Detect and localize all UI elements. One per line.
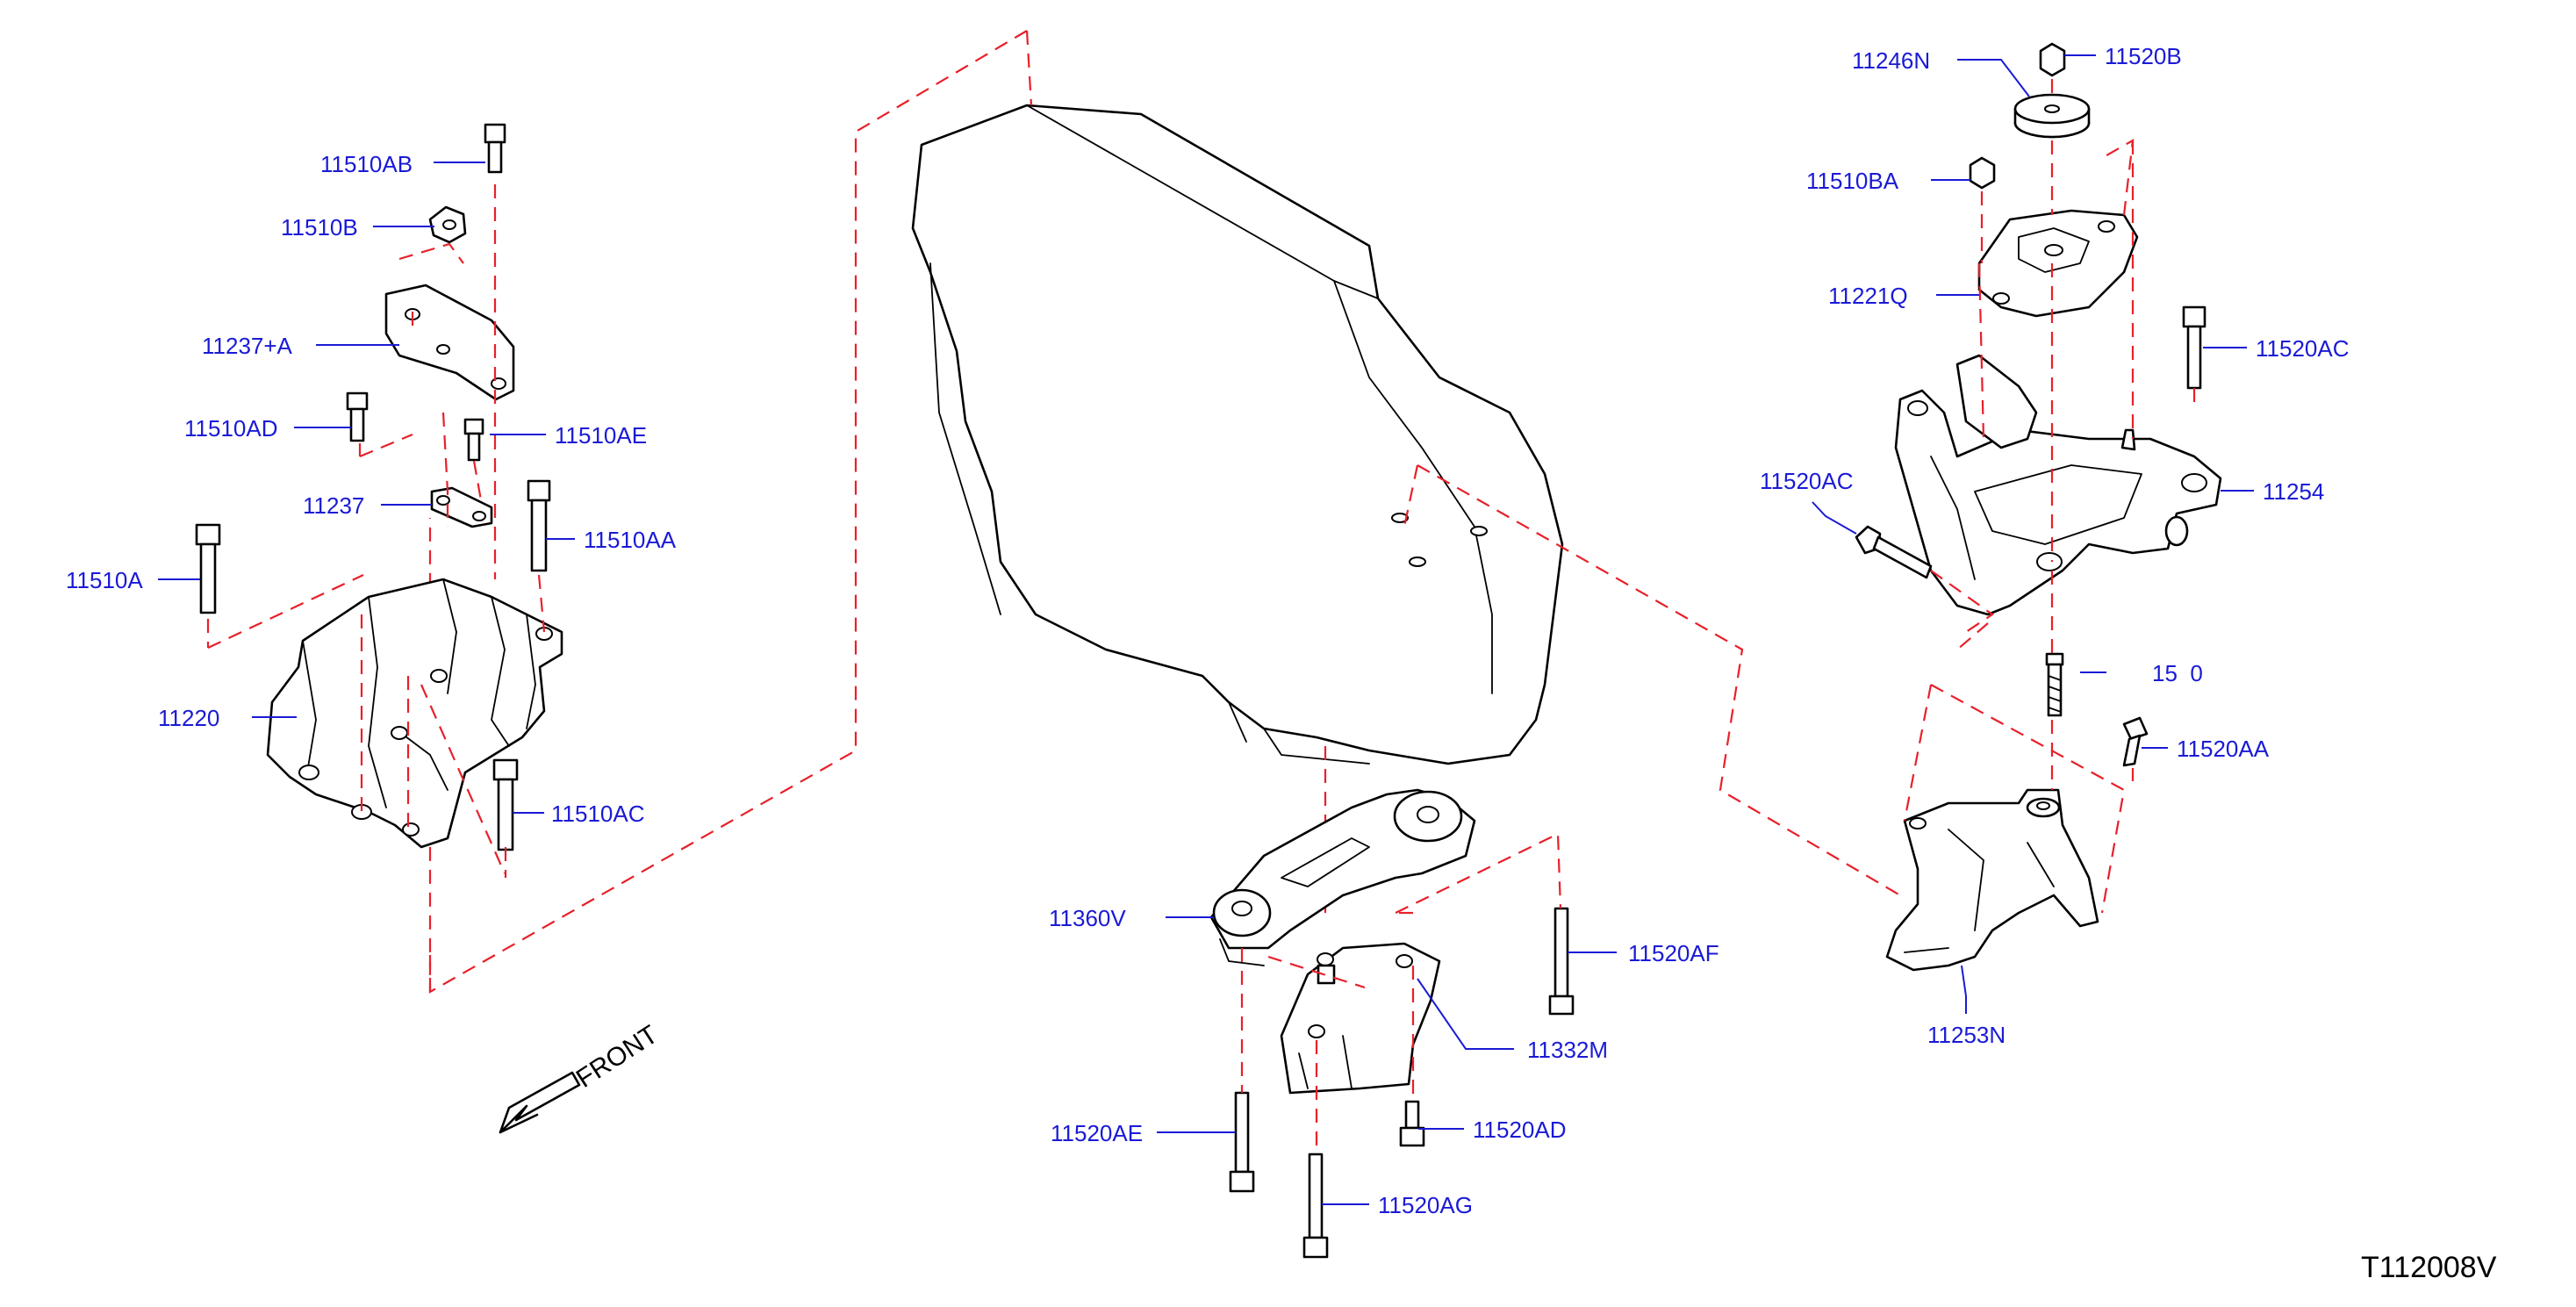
label-11246N: 11246N xyxy=(1852,47,1930,74)
label-11520AC-left: 11520AC xyxy=(1760,468,1854,494)
bolt-11510AE xyxy=(463,418,484,462)
label-11360V: 11360V xyxy=(1049,905,1126,931)
label-11237: 11237 xyxy=(303,492,364,519)
mount-11221Q xyxy=(1977,209,2139,318)
bolt-15x0 xyxy=(2045,652,2064,717)
bolt-11510AD xyxy=(346,391,369,442)
label-11520AE: 11520AE xyxy=(1051,1120,1143,1146)
bolt-11520AD xyxy=(1399,1100,1425,1147)
label-11510AA: 11510AA xyxy=(584,527,677,553)
label-11220: 11220 xyxy=(158,705,219,731)
left-mount-assembly xyxy=(195,123,563,878)
leader-lines xyxy=(158,54,2254,1205)
nut-11510BA xyxy=(1969,156,1996,190)
figure-id: T112008V xyxy=(2361,1251,2497,1284)
bolt-11510AA xyxy=(527,479,551,572)
label-11253N: 11253N xyxy=(1927,1022,2006,1048)
label-11510AD: 11510AD xyxy=(184,415,278,442)
bracket-11237A xyxy=(384,284,515,401)
center-mount-assembly xyxy=(1209,788,1575,1259)
label-11510AC: 11510AC xyxy=(551,801,645,827)
bolt-11520AG xyxy=(1302,1153,1329,1259)
label-11510BA: 11510BA xyxy=(1806,168,1899,194)
nut-11520B xyxy=(2039,42,2066,77)
label-11520AA: 11520AA xyxy=(2177,736,2270,762)
bracket-11332M xyxy=(1280,942,1441,1095)
bolt-11520AF xyxy=(1548,907,1575,1016)
torque-rod-11360V xyxy=(1209,788,1476,966)
part-labels: 11510AB 11510B 11237+A 11510AD 11510AE 1… xyxy=(66,43,2350,1218)
bolt-11520AA xyxy=(2122,716,2149,767)
mount-11220 xyxy=(266,578,563,849)
label-11520AD: 11520AD xyxy=(1473,1117,1567,1143)
bracket-11254 xyxy=(1894,354,2222,616)
label-11520B: 11520B xyxy=(2105,43,2182,69)
label-11254: 11254 xyxy=(2263,478,2324,505)
label-11520AG: 11520AG xyxy=(1378,1192,1473,1218)
label-11510AB: 11510AB xyxy=(320,151,413,177)
label-11332M: 11332M xyxy=(1527,1037,1608,1063)
bolt-11520AE xyxy=(1229,1091,1255,1193)
label-11510A: 11510A xyxy=(66,567,143,593)
engine-outline xyxy=(911,104,1564,765)
label-11510AE: 11510AE xyxy=(555,422,647,449)
bolt-11510A xyxy=(195,523,221,614)
label-11237A: 11237+A xyxy=(202,333,293,359)
label-15x0: 15 0 xyxy=(2152,660,2203,686)
bolt-11510AB xyxy=(484,123,506,174)
front-arrow-icon xyxy=(499,1071,581,1134)
bolt-11520AC-left xyxy=(1855,525,1933,579)
bolt-11520AC-right xyxy=(2182,305,2206,390)
label-11221Q: 11221Q xyxy=(1828,283,1908,309)
front-label: FRONT xyxy=(571,1020,664,1094)
label-11520AF: 11520AF xyxy=(1628,940,1719,966)
bracket-11253N xyxy=(1885,788,2099,972)
right-mount-assembly xyxy=(1855,42,2222,972)
washer-11246N xyxy=(2013,93,2091,139)
nut-11510B xyxy=(428,205,467,244)
label-11520AC-right: 11520AC xyxy=(2256,335,2350,362)
bolt-11510AC xyxy=(492,758,519,851)
label-11510B: 11510B xyxy=(281,214,358,241)
plate-11237 xyxy=(430,486,493,528)
